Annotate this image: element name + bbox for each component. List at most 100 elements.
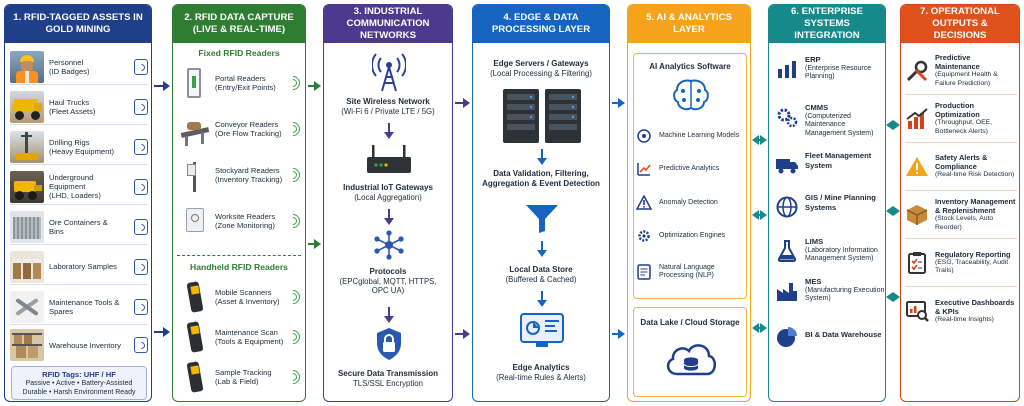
rfid-tag-icon xyxy=(134,218,148,235)
column-title: 1. RFID-TAGGED ASSETS IN GOLD MINING xyxy=(5,5,151,43)
rfid-tag-icon xyxy=(134,138,148,155)
output-name: Regulatory Reporting xyxy=(935,249,1011,259)
reader-detail: (Zone Monitoring) xyxy=(215,221,275,230)
signal-waves-icon xyxy=(289,168,301,182)
block-title: Local Data Store xyxy=(509,265,573,274)
asset-name: Laboratory Samples xyxy=(49,262,117,271)
globe-icon xyxy=(776,196,798,218)
asset-name: Underground Equipment xyxy=(49,173,94,191)
asset-detail: (LHD, Loaders) xyxy=(49,191,101,200)
truck-icon xyxy=(776,159,798,174)
reader-name: Maintenance Scan xyxy=(215,328,278,337)
brain-network-icon xyxy=(637,129,651,143)
system-name: CMMS xyxy=(805,103,829,112)
block-detail: (Wi-Fi 6 / Private LTE / 5G) xyxy=(341,106,435,116)
ai-item-label: Machine Learning Models xyxy=(659,131,740,139)
asset-haul-trucks: Haul Trucks(Fleet Assets) xyxy=(10,89,148,125)
block-title: Industrial IoT Gateways xyxy=(343,183,433,192)
gear-icon xyxy=(638,230,650,242)
tools-photo xyxy=(10,290,44,323)
output-name: Predictive Maintenance xyxy=(935,53,980,72)
output-regulatory-reporting: Regulatory Reporting(ESG, Traceability, … xyxy=(905,239,1017,287)
reader-sample-tracking: Sample Tracking(Lab & Field) xyxy=(181,357,301,397)
system-erp: ERP(Enterprise Resource Planning) xyxy=(775,55,885,82)
block-title: Data Validation, Filtering, Aggregation … xyxy=(482,169,600,188)
column-edge-processing: 4. EDGE & DATA PROCESSING LAYER Edge Ser… xyxy=(472,4,610,402)
rfid-tag-icon xyxy=(134,178,148,195)
rfid-tag-icon xyxy=(134,258,148,275)
industrial-iot-gateways: Industrial IoT Gateways (Local Aggregati… xyxy=(324,183,452,202)
system-detail: (Manufacturing Execution System) xyxy=(805,286,885,303)
flow-arrow-icon xyxy=(455,329,470,339)
handheld-scanner-icon xyxy=(181,320,209,354)
asset-name: Ore Containers & Bins xyxy=(49,217,108,236)
reader-name: Worksite Readers xyxy=(215,212,276,221)
rfid-tag-icon xyxy=(134,298,148,315)
column-title: 6. ENTERPRISE SYSTEMS INTEGRATION xyxy=(769,5,885,43)
secure-data-transmission: Secure Data Transmission TLS/SSL Encrypt… xyxy=(324,369,452,388)
asset-maintenance-tools: Maintenance Tools & Spares xyxy=(10,289,148,325)
output-name: Production Optimization xyxy=(935,101,980,120)
output-predictive-maintenance: Predictive Maintenance(Equipment Health … xyxy=(905,47,1017,95)
cloud-database-icon xyxy=(666,344,716,376)
system-name: GIS / Mine Planning Systems xyxy=(805,193,876,212)
output-production-optimization: Production Optimization(Throughput, OEE,… xyxy=(905,95,1017,143)
block-detail: (Local Aggregation) xyxy=(354,192,422,202)
system-fleet: Fleet Management System xyxy=(775,151,885,177)
reader-name: Stockyard Readers xyxy=(215,166,280,175)
system-name: ERP xyxy=(805,55,821,64)
output-detail: (Stock Levels, Auto Reorder) xyxy=(935,215,994,231)
asset-name: Warehouse Inventory xyxy=(49,340,121,350)
rfid-tags-line2: Durable • Harsh Environment Ready xyxy=(22,389,136,396)
section-divider xyxy=(177,255,301,256)
asset-name: Drilling Rigs xyxy=(49,137,90,147)
conveyor-reader-icon xyxy=(180,112,210,146)
block-title: Site Wireless Network xyxy=(346,97,430,106)
edge-analytics: Edge Analytics (Real-time Rules & Alerts… xyxy=(473,363,609,382)
flow-arrow-icon xyxy=(612,329,625,339)
wrench-screwdriver-icon xyxy=(906,60,928,81)
lab-flask-icon xyxy=(777,240,797,262)
asset-detail: (Fleet Assets) xyxy=(49,106,96,116)
block-title: Edge Analytics xyxy=(512,363,570,372)
flow-arrow-icon xyxy=(384,307,394,323)
server-rack-icon xyxy=(503,89,581,143)
ai-item-label: Optimization Engines xyxy=(659,231,726,239)
output-detail: (Equipment Health & Failure Prediction) xyxy=(935,71,998,87)
ai-item-anomaly: Anomaly Detection xyxy=(636,192,744,214)
reader-name: Mobile Scanners xyxy=(215,288,272,297)
reader-stockyard: Stockyard Readers(Inventory Tracking) xyxy=(181,155,301,195)
protocols: Protocols (EPCglobal, MQTT, HTTPS, OPC U… xyxy=(324,267,452,296)
lock-icon xyxy=(377,328,401,360)
reader-detail: (Asset & Inventory) xyxy=(215,297,280,306)
warehouse-photo xyxy=(10,329,44,361)
wireless-tower-icon xyxy=(372,53,406,92)
flow-arrow-icon xyxy=(537,241,547,257)
output-safety-alerts: Safety Alerts & Compliance(Real-time Ris… xyxy=(905,143,1017,191)
warning-icon xyxy=(906,156,928,176)
column-ai-analytics: 5. AI & ANALYTICS LAYER AI Analytics Sof… xyxy=(627,4,751,402)
system-name: LIMS xyxy=(805,237,824,246)
iot-gateway-icon xyxy=(367,145,411,173)
ai-analytics-software-panel: AI Analytics Software xyxy=(633,53,747,299)
column-enterprise-systems: 6. ENTERPRISE SYSTEMS INTEGRATION ERP(En… xyxy=(768,4,886,402)
flow-arrow-icon xyxy=(308,239,321,249)
system-cmms: CMMS(Computerized Maintenance Management… xyxy=(775,103,885,138)
block-title: Edge Servers / Gateways xyxy=(493,59,589,68)
rfid-tag-icon xyxy=(134,58,148,75)
asset-drilling-rigs: Drilling Rigs(Heavy Equipment) xyxy=(10,129,148,165)
signal-waves-icon xyxy=(289,370,301,384)
portal-reader-icon xyxy=(181,66,209,100)
system-name: MES xyxy=(805,277,822,286)
block-detail: TLS/SSL Encryption xyxy=(353,378,423,388)
output-detail: (Throughput, OEE, Bottleneck Alerts) xyxy=(935,119,993,135)
reader-detail: (Ore Flow Tracking) xyxy=(215,129,282,138)
flow-arrow-icon xyxy=(384,209,394,225)
column-title: 7. OPERATIONAL OUTPUTS & DECISIONS xyxy=(901,5,1019,43)
bidirectional-arrow-icon xyxy=(886,206,900,216)
asset-laboratory-samples: Laboratory Samples xyxy=(10,249,148,285)
flow-arrow-icon xyxy=(384,123,394,139)
gears-icon xyxy=(777,108,798,128)
signal-waves-icon xyxy=(289,214,301,228)
growth-chart-icon xyxy=(906,107,928,129)
